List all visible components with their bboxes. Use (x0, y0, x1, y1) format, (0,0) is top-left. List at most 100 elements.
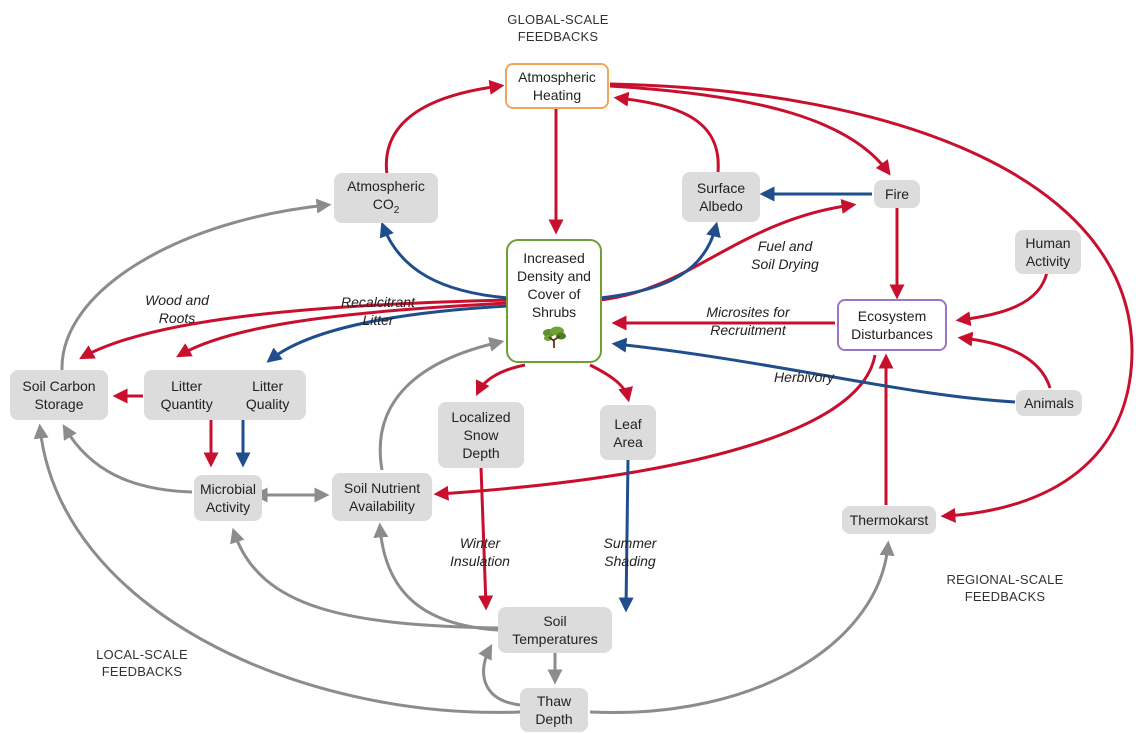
label-herbivory: Herbivory (764, 368, 844, 386)
shrubs-line-1: Increased (523, 250, 585, 266)
nutrient-line-2: Availability (349, 498, 415, 514)
node-surface-albedo: Surface Albedo (682, 172, 760, 222)
node-microbial-activity: Microbial Activity (194, 475, 262, 521)
soiltemp-line-1: Soil (543, 613, 567, 629)
arrow-shrubs-to-snow (475, 363, 526, 397)
local-line-2: FEEDBACKS (101, 664, 183, 679)
node-litter: Litter Quantity Litter Quality (144, 370, 306, 420)
animals-label: Animals (1024, 395, 1074, 411)
node-soil-temperatures: Soil Temperatures (498, 607, 612, 653)
gray-arrows (33, 198, 895, 715)
arrow-shrubs-to-soilcarbon (79, 298, 509, 360)
arrow-thaw-to-thermokarst (589, 540, 895, 715)
litterquality-line-1: Litter (252, 378, 284, 394)
shrubs-line-4: Shrubs (531, 304, 577, 320)
arrow-nutrient-to-shrubs (378, 336, 505, 471)
litterquality-line-2: Quality (245, 396, 290, 412)
fire-label: Fire (884, 186, 910, 202)
albedo-line-1: Surface (696, 180, 746, 196)
arrow-microbial-to-soilcarbon (62, 424, 193, 494)
red-arrows (79, 79, 1134, 611)
nutrient-line-1: Soil Nutrient (343, 480, 421, 496)
node-leaf-area: Leaf Area (600, 405, 656, 460)
microbial-line-2: Activity (205, 499, 251, 515)
node-animals: Animals (1016, 390, 1082, 416)
arrow-heating-to-fire (609, 84, 891, 176)
label-recalcitrant-litter: Recalcitrant Litter (330, 293, 426, 329)
human-line-1: Human (1025, 235, 1071, 251)
regional-feedbacks-label: REGIONAL-SCALE FEEDBACKS (930, 571, 1080, 605)
summer-line-2: Shading (604, 553, 656, 569)
heating-line-2: Heating (532, 87, 582, 103)
arrow-thaw-to-soilcarbon (33, 423, 521, 714)
label-winter-insulation: Winter Insulation (438, 534, 522, 570)
node-thermokarst: Thermokarst (842, 506, 936, 534)
arrow-shrubs-to-leaf (589, 363, 633, 403)
human-line-2: Activity (1025, 253, 1071, 269)
albedo-line-2: Albedo (699, 198, 743, 214)
arrow-albedo-to-heating (613, 91, 720, 173)
arrow-animals-to-shrubs (611, 337, 1016, 404)
co2-subscript: 2 (393, 204, 400, 216)
global-line-2: FEEDBACKS (517, 29, 599, 44)
arrow-soiltemp-to-microbial (230, 527, 499, 630)
microsites-line-1: Microsites for (706, 304, 790, 320)
litterquantity-line-1: Litter (171, 378, 203, 394)
node-localized-snow-depth: Localized Snow Depth (438, 402, 524, 468)
microsites-line-2: Recruitment (710, 322, 786, 338)
microbial-line-1: Microbial (199, 481, 256, 497)
heating-line-1: Atmospheric (518, 69, 596, 85)
wood-line-1: Wood and (145, 292, 209, 308)
node-atmospheric-co2: Atmospheric CO2 (334, 173, 438, 223)
arrow-shrubs-to-litterquantity (176, 301, 509, 358)
node-thaw-depth: Thaw Depth (520, 688, 588, 732)
soilcarbon-line-2: Storage (34, 396, 84, 412)
co2-line-1: Atmospheric (347, 177, 425, 194)
arrow-shrubs-to-albedo (599, 221, 721, 300)
arrow-soilcarbon-to-co2 (60, 198, 332, 371)
shrub-icon (543, 326, 566, 348)
herbivory-text: Herbivory (774, 369, 834, 385)
arrow-co2-to-heating (384, 79, 505, 176)
shrubs-line-3: Cover of (527, 286, 581, 302)
node-ecosystem-disturbances: Ecosystem Disturbances (837, 299, 947, 351)
blue-arrows (235, 186, 1016, 613)
global-line-1: GLOBAL-SCALE (507, 12, 609, 27)
fuel-line-1: Fuel and (757, 238, 813, 254)
arrow-heating-to-thermokarst (609, 82, 1134, 523)
snow-line-3: Depth (462, 445, 500, 461)
regional-line-1: REGIONAL-SCALE (946, 572, 1064, 587)
regional-line-2: FEEDBACKS (964, 589, 1046, 604)
arrow-human-to-disturbances (955, 271, 1049, 327)
label-summer-shading: Summer Shading (592, 534, 668, 570)
disturbances-line-2: Disturbances (851, 326, 933, 342)
arrow-animals-to-disturbances (957, 331, 1052, 389)
litterquantity-line-2: Quantity (160, 396, 213, 412)
local-feedbacks-label: LOCAL-SCALE FEEDBACKS (72, 646, 212, 680)
node-human-activity: Human Activity (1015, 230, 1081, 274)
soilcarbon-line-1: Soil Carbon (22, 378, 96, 394)
node-fire: Fire (874, 180, 920, 208)
label-wood-roots: Wood and Roots (135, 291, 219, 327)
co2-line-2: CO2 (373, 195, 400, 220)
co2-text: CO (372, 195, 394, 212)
global-feedbacks-label: GLOBAL-SCALE FEEDBACKS (488, 11, 628, 45)
node-atmospheric-heating: Atmospheric Heating (505, 63, 609, 109)
thaw-line-1: Thaw (536, 693, 572, 709)
local-line-1: LOCAL-SCALE (96, 647, 188, 662)
shrubs-line-2: Density and (517, 268, 591, 284)
node-soil-nutrient-availability: Soil Nutrient Availability (332, 473, 432, 521)
arrow-snow-to-soiltemp (478, 466, 494, 611)
leaf-line-2: Area (613, 433, 643, 450)
arrow-shrubs-to-co2 (379, 221, 509, 300)
thaw-line-2: Depth (535, 711, 573, 727)
leaf-line-1: Leaf (614, 415, 642, 432)
litter-quality: Litter Quality (246, 377, 290, 413)
wood-line-2: Roots (158, 310, 196, 326)
litter-quantity: Litter Quantity (161, 377, 213, 413)
disturbances-line-1: Ecosystem (857, 308, 927, 324)
arrow-thaw-to-soiltemp (478, 644, 521, 707)
winter-line-2: Insulation (450, 553, 510, 569)
summer-line-1: Summer (603, 535, 657, 551)
